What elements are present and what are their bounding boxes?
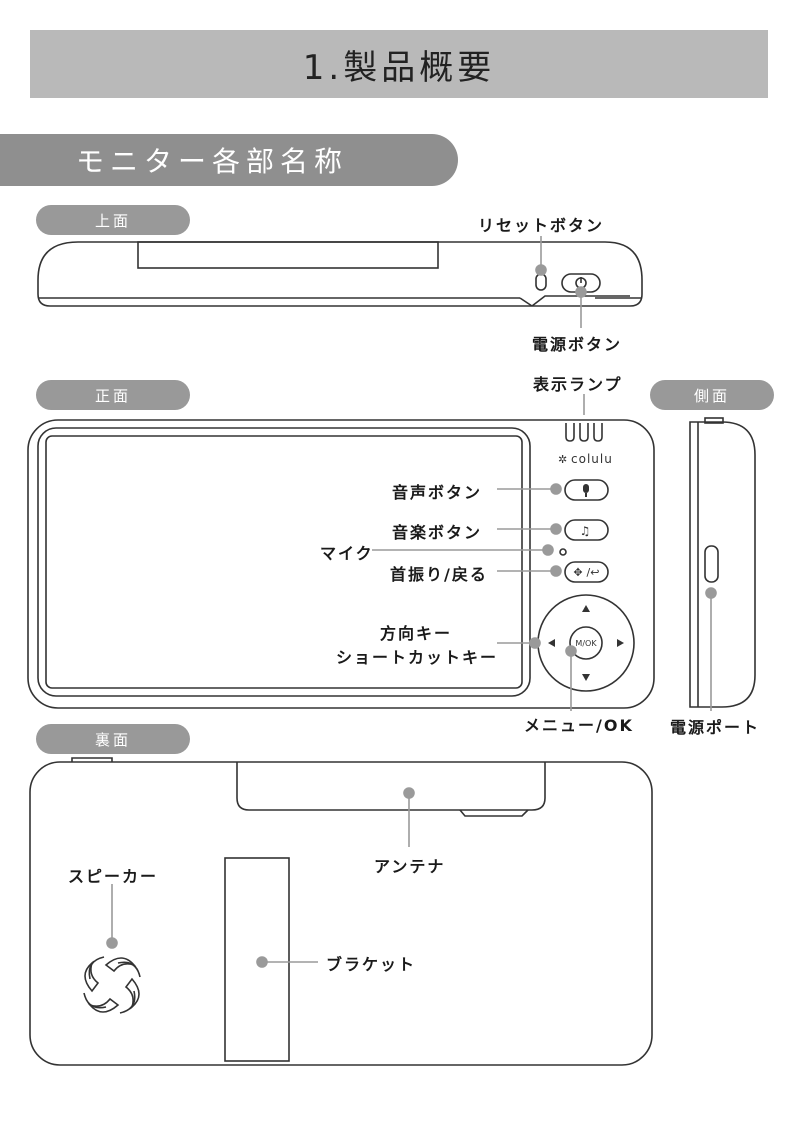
back-view-leaders bbox=[106, 787, 415, 968]
ok-key-text: M/OK bbox=[575, 639, 597, 648]
page-title: 1.製品概要 bbox=[302, 47, 496, 88]
brand-logo: colulu bbox=[571, 452, 613, 466]
view-pill-side: 側面 bbox=[650, 380, 774, 410]
label-menu-ok: メニュー/OK bbox=[524, 716, 634, 735]
label-antenna: アンテナ bbox=[374, 857, 446, 876]
view-pill-top: 上面 bbox=[36, 205, 190, 235]
left-arrow-icon bbox=[548, 639, 555, 647]
section-tab: モニター各部名称 bbox=[0, 134, 458, 186]
back-icon: /↩ bbox=[587, 566, 600, 579]
label-music-button: 音楽ボタン bbox=[392, 523, 483, 542]
label-speaker: スピーカー bbox=[68, 867, 159, 886]
view-pill-back: 裏面 bbox=[36, 724, 190, 754]
front-view bbox=[27, 419, 655, 709]
right-arrow-icon bbox=[617, 639, 624, 647]
label-reset-button: リセットボタン bbox=[478, 216, 605, 235]
label-voice-button: 音声ボタン bbox=[392, 483, 483, 502]
label-bracket: ブラケット bbox=[326, 955, 417, 974]
title-bar: 1.製品概要 bbox=[30, 30, 768, 98]
label-indicator-lamp: 表示ランプ bbox=[533, 375, 623, 394]
top-view-leaders bbox=[535, 236, 587, 328]
down-arrow-icon bbox=[582, 674, 590, 681]
view-pill-front: 正面 bbox=[36, 380, 190, 410]
section-title: モニター各部名称 bbox=[76, 145, 349, 178]
front-view-leaders bbox=[372, 394, 585, 711]
label-direction-key: 方向キー bbox=[380, 624, 453, 643]
up-arrow-icon bbox=[582, 605, 590, 612]
label-power-port: 電源ポート bbox=[670, 718, 761, 737]
back-view bbox=[29, 757, 653, 1066]
pan-icon: ✥ bbox=[573, 566, 582, 579]
label-shortcut-key: ショートカットキー bbox=[336, 648, 499, 667]
front-view-glyphs bbox=[548, 484, 624, 681]
music-note-icon: ♫ bbox=[580, 524, 591, 538]
side-view-leaders bbox=[705, 587, 717, 711]
brand-star-icon: ✲ bbox=[558, 453, 567, 466]
side-view bbox=[689, 417, 756, 708]
top-view bbox=[37, 241, 643, 307]
label-mic: マイク bbox=[320, 544, 374, 563]
label-power-button: 電源ボタン bbox=[532, 335, 623, 354]
label-pan-back: 首振り/戻る bbox=[390, 565, 488, 584]
